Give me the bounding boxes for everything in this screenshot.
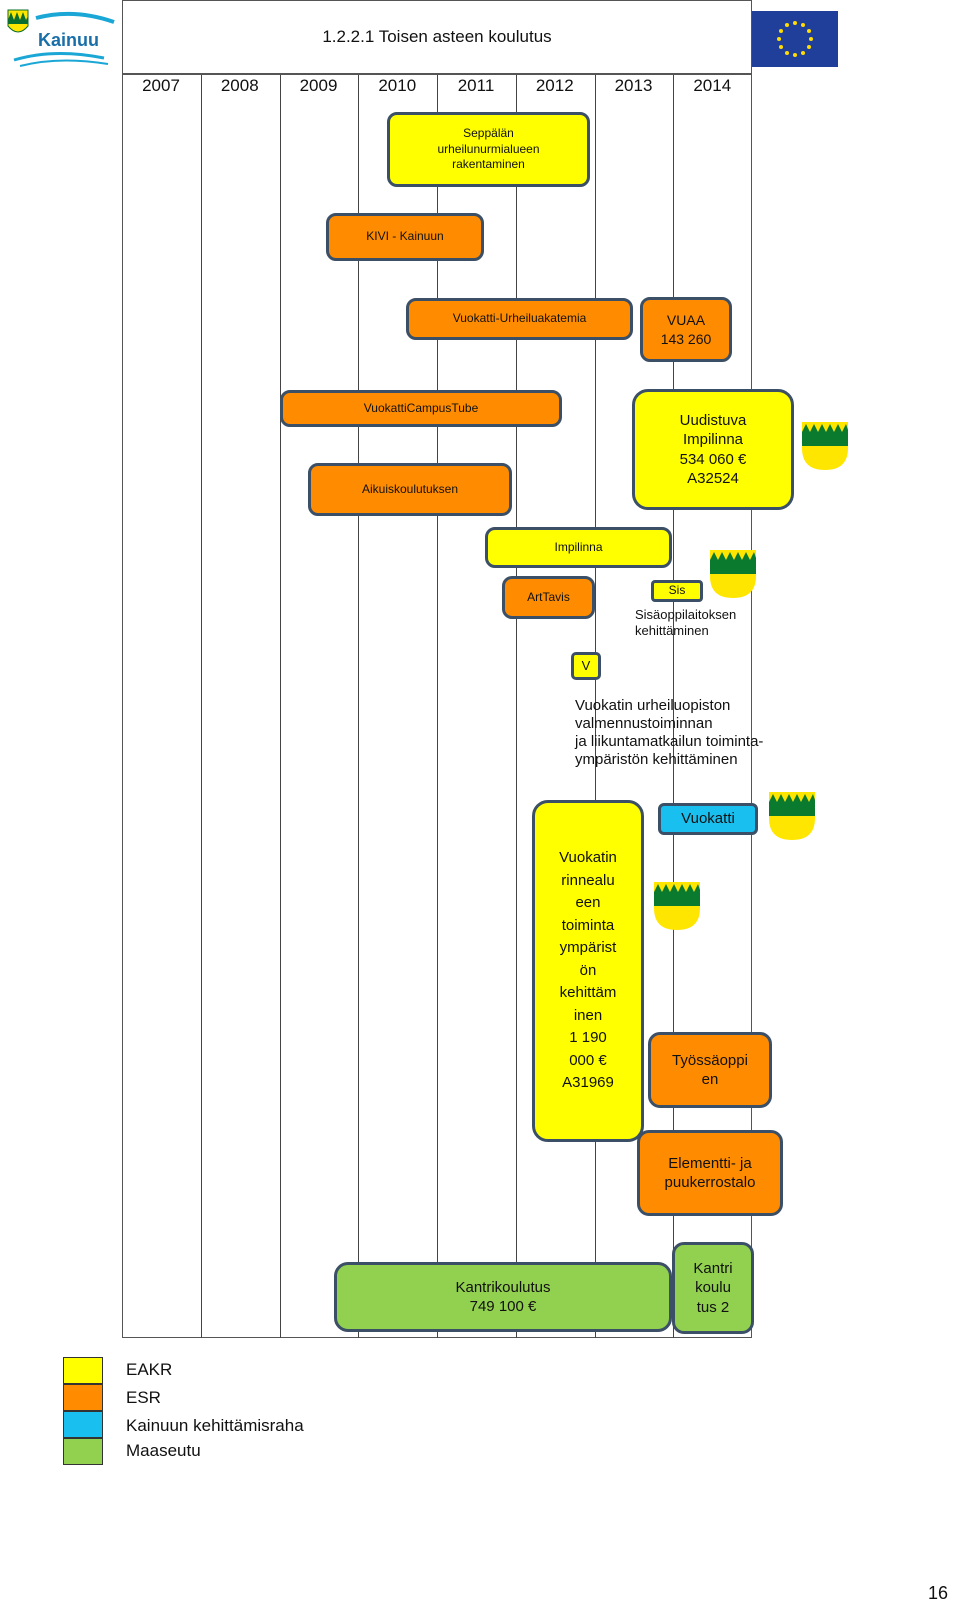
bar-kivi: KIVI - Kainuun — [326, 213, 484, 261]
year-divider — [279, 74, 281, 1338]
kainuu-logo: Kainuu — [4, 4, 120, 70]
bar-kantrikoulutus2: Kantri koulu tus 2 — [672, 1242, 754, 1334]
bar-impilinna: Impilinna — [485, 527, 672, 568]
bar-uudistuva-impilinna: Uudistuva Impilinna 534 060 € A32524 — [632, 389, 794, 510]
bar-kantrikoulutus: Kantrikoulutus 749 100 € — [334, 1262, 672, 1332]
bar-elementti: Elementti- ja puukerrostalo — [637, 1130, 783, 1216]
bar-vuokatti: Vuokatti — [658, 803, 758, 835]
legend-swatch-esr — [63, 1384, 103, 1411]
page-number: 16 — [927, 1583, 948, 1603]
year-divider — [437, 74, 438, 1338]
kainuu-logo-icon — [7, 9, 115, 67]
kainuu-crest-icon — [767, 790, 817, 847]
year-label-2008: 2008 — [220, 76, 259, 95]
year-divider — [358, 74, 360, 1338]
year-header-line — [122, 74, 752, 75]
year-label-2010: 2010 — [378, 76, 417, 95]
bar-sis: Sis — [651, 580, 703, 602]
bar-rinnealue: Vuokatin rinnealu een toiminta ympärist … — [532, 800, 644, 1142]
logo-text: Kainuu — [38, 30, 99, 50]
chart-title: 1.2.2.1 Toisen asteen koulutus — [122, 0, 752, 74]
bar-campustube: VuokattiCampusTube — [280, 390, 562, 427]
year-divider — [673, 74, 675, 1338]
year-label-2009: 2009 — [299, 76, 338, 95]
bar-urheiluakatemia: Vuokatti-Urheiluakatemia — [406, 298, 633, 340]
legend-swatch-maaseutu — [63, 1438, 103, 1465]
year-label-2013: 2013 — [614, 76, 653, 95]
legend-label-maaseutu: Maaseutu — [126, 1441, 201, 1460]
kainuu-crest-icon — [800, 420, 850, 477]
year-label-2014: 2014 — [693, 76, 732, 95]
bar-vuaa: VUAA 143 260 — [640, 297, 732, 362]
note-v: Vuokatin urheiluopiston valmennustoiminn… — [575, 697, 764, 768]
year-divider — [515, 74, 517, 1338]
bar-seppala: Seppälän urheilunurmialueen rakentaminen — [387, 112, 590, 187]
eu-flag-icon — [752, 11, 838, 67]
note-sis: Sisäoppilaitoksen kehittäminen — [635, 607, 737, 638]
bar-v: V — [571, 652, 601, 680]
year-label-2007: 2007 — [142, 76, 180, 95]
legend-label-eakr: EAKR — [126, 1360, 173, 1379]
year-divider — [594, 74, 596, 1338]
legend-swatch-kainuun-kehittamisraha — [63, 1411, 103, 1438]
legend-label-kainuun-kehittamisraha: Kainuun kehittämisraha — [126, 1416, 304, 1435]
bar-arttavis: ArtTavis — [502, 576, 595, 619]
year-label-2012: 2012 — [535, 76, 574, 95]
year-divider — [200, 74, 202, 1338]
kainuu-crest-icon — [652, 880, 702, 937]
kainuu-crest-icon — [708, 548, 758, 605]
year-label-2011: 2011 — [457, 76, 495, 95]
legend-label-esr: ESR — [126, 1388, 161, 1407]
legend-swatch-eakr — [63, 1357, 103, 1384]
bar-tyossaoppi: Työssäoppi en — [648, 1032, 772, 1108]
bar-aikuiskoulutuksen: Aikuiskoulutuksen — [308, 463, 512, 516]
